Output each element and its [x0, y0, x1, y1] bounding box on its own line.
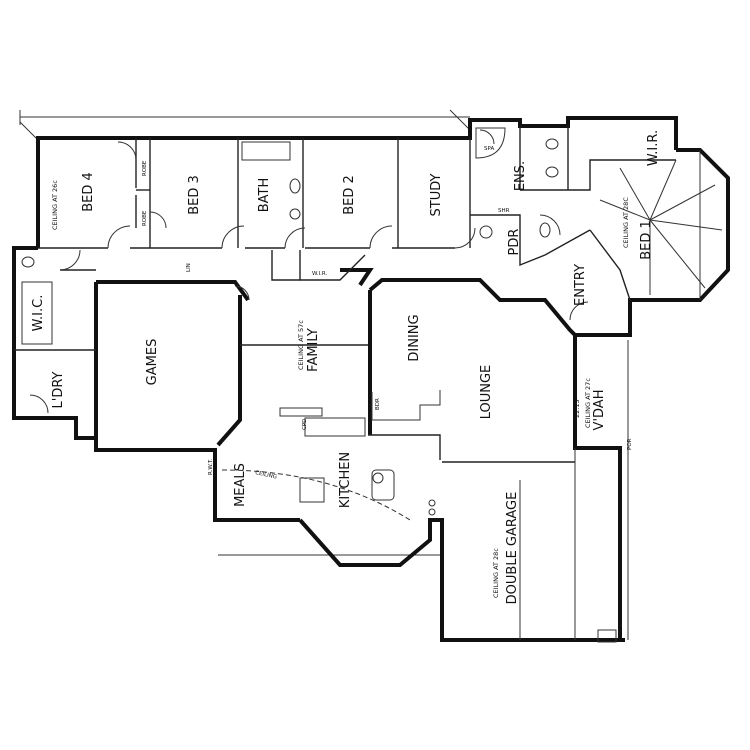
room-label-entry: ENTRY	[573, 264, 588, 306]
note-ceiling-garage: CEILING AT 28c	[492, 548, 500, 598]
room-label-wic: W.I.C.	[31, 295, 46, 332]
note-por: POR	[627, 438, 633, 450]
note-robe-2: ROBE	[142, 210, 148, 226]
note-vdah-dim: 22.15	[573, 399, 581, 418]
room-label-games: GAMES	[145, 339, 160, 386]
room-label-vdah: V'DAH	[592, 390, 607, 431]
room-label-family: FAMILY	[306, 328, 321, 372]
note-cpd: CPD	[302, 419, 308, 430]
room-label-double-garage: DOUBLE GARAGE	[505, 492, 520, 605]
note-rwt: R.W.T.	[208, 458, 214, 475]
exterior-walls	[12, 116, 730, 642]
room-label-ldry: L'DRY	[51, 371, 66, 408]
note-wir-small: W.I.R.	[312, 271, 328, 277]
room-label-wir-master: W.I.R.	[646, 130, 661, 166]
room-label-bed1: BED 1	[639, 220, 654, 260]
room-label-kitchen: KITCHEN	[338, 452, 353, 508]
room-label-dining: DINING	[407, 314, 422, 361]
note-ceiling-bed1: CEILING AT 28C	[622, 197, 630, 248]
note-bdr: BDR	[375, 398, 381, 410]
room-label-bed2: BED 2	[342, 175, 357, 215]
note-shr: SHR	[498, 208, 510, 214]
note-ceiling-kitchen: CEILING	[255, 470, 278, 480]
room-label-lounge: LOUNGE	[479, 365, 494, 420]
door-swings	[29, 129, 589, 414]
room-labels: BED 4 BED 3 BATH BED 2 STUDY ENS. W.I.R.…	[31, 130, 661, 604]
room-label-pdr: PDR	[507, 229, 522, 256]
kitchen-ceiling-line	[221, 469, 411, 521]
note-ceiling-vdah: CEILING AT 27c	[584, 378, 592, 428]
room-label-bed3: BED 3	[187, 175, 202, 215]
note-linen: LIN	[186, 263, 192, 272]
room-label-study: STUDY	[429, 173, 444, 216]
note-robe-1: ROBE	[142, 160, 148, 176]
bed1-ceiling-rays	[599, 150, 723, 300]
note-ceiling-family: CEILING AT 57c	[297, 320, 305, 370]
room-label-bath: BATH	[257, 178, 272, 213]
plumbing-fixtures	[21, 127, 559, 516]
annotations: CEILING AT 26c CEILING AT 28C CEILING AT…	[51, 146, 633, 598]
room-label-meals: MEALS	[233, 463, 248, 507]
interior-walls	[14, 126, 676, 643]
note-ceiling-bed4: CEILING AT 26c	[51, 180, 59, 230]
room-label-bed4: BED 4	[81, 172, 96, 212]
room-label-ens: ENS.	[513, 161, 528, 191]
note-spa: SPA	[484, 146, 494, 152]
